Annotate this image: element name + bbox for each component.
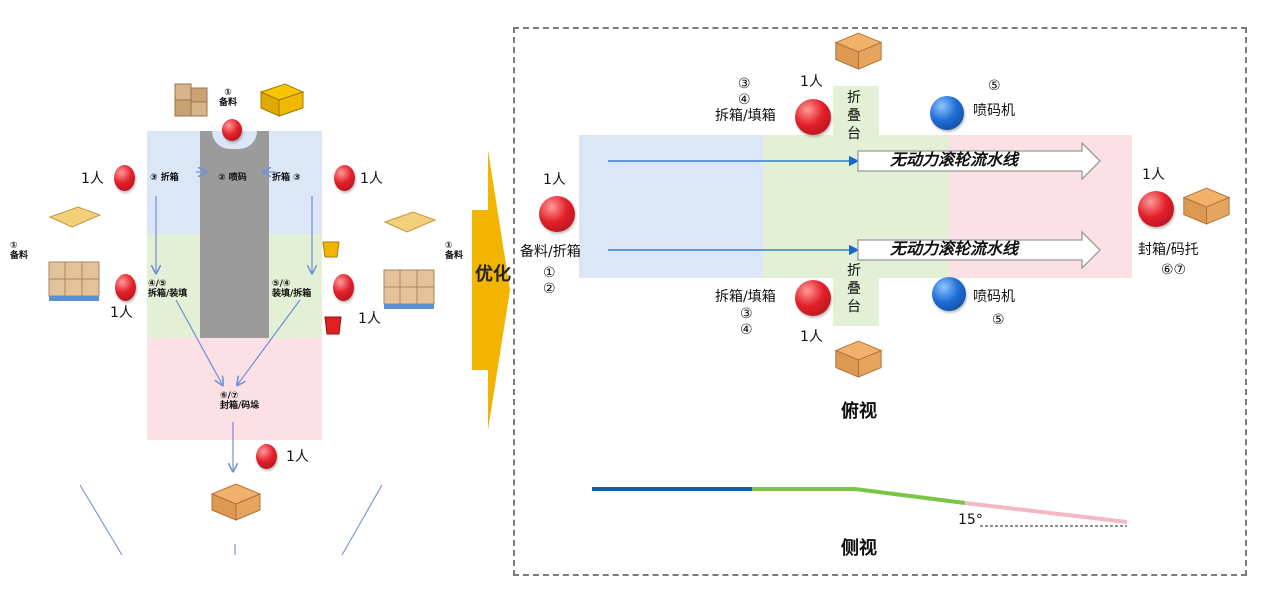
- yellow-bucket-icon: [322, 241, 340, 258]
- left-steps: ① ②: [543, 265, 556, 297]
- material-label-right: ① 备料: [445, 241, 464, 261]
- fold-table-label-top: 折 叠 台: [847, 90, 861, 142]
- red-bucket-icon: [324, 316, 342, 335]
- pallet-icon: [210, 483, 262, 521]
- machine-icon: [932, 277, 966, 311]
- pallet-boxes-icon: [383, 269, 435, 309]
- pallet-icon: [834, 32, 883, 70]
- person-icon: [795, 99, 831, 135]
- person-count: 1人: [286, 449, 309, 465]
- zone-pink: [147, 338, 322, 440]
- fold-table-top: [833, 86, 879, 136]
- fold-table-label-bottom: 折 叠 台: [847, 263, 861, 315]
- top-machine-step: ⑤: [988, 78, 1001, 94]
- material-label-left: ① 备料: [10, 241, 29, 261]
- person-count: 1人: [81, 171, 104, 187]
- optimized-frame: [513, 27, 1247, 576]
- optimize-label: 优化: [475, 264, 511, 285]
- conveyor-label-top: 无动力滚轮流水线: [890, 150, 1019, 169]
- person-icon: [256, 444, 277, 469]
- person-count: 1人: [358, 311, 381, 327]
- side-angle-label: 15°: [958, 512, 983, 528]
- material-label-top: ① 备料: [218, 88, 237, 108]
- flat-board-icon: [383, 211, 437, 233]
- top-machine-label: 喷码机: [973, 103, 1015, 119]
- yellow-box-icon: [259, 83, 305, 117]
- flow-arrows: [140, 160, 340, 480]
- person-icon: [334, 165, 355, 191]
- pallet-icon: [834, 340, 883, 378]
- person-icon: [333, 274, 354, 301]
- person-icon: [222, 119, 242, 141]
- fill-label-right: ⑤/④ 装填/拆箱: [272, 279, 312, 299]
- top-view-title: 俯视: [841, 401, 877, 422]
- right-steps: ⑥⑦: [1161, 262, 1187, 278]
- code-label: ② 喷码: [218, 173, 247, 183]
- bottom-machine-step: ⑤: [992, 312, 1005, 328]
- bottom-person-count: 1人: [800, 329, 823, 345]
- fold-label-left: ③ 折箱: [150, 173, 179, 183]
- top-task-label: 拆箱/填箱: [715, 108, 776, 124]
- side-view-profile: [592, 487, 1128, 527]
- top-steps: ③ ④: [738, 76, 751, 108]
- machine-icon: [930, 96, 964, 130]
- person-count: 1人: [360, 171, 383, 187]
- bottom-task-label: 拆箱/填箱: [715, 289, 776, 305]
- person-icon: [115, 274, 136, 301]
- conveyor-label-bottom: 无动力滚轮流水线: [890, 239, 1019, 258]
- zone-blue: [579, 135, 763, 278]
- person-icon: [539, 196, 575, 232]
- fill-label-left: ④/⑤ 拆箱/装填: [148, 279, 188, 299]
- pallet-icon: [1182, 187, 1231, 225]
- perspective-lines: [80, 484, 383, 556]
- person-icon: [795, 280, 831, 316]
- seal-label: ⑥/⑦ 封箱/码垛: [220, 391, 260, 411]
- fold-label-right: 折箱 ③: [272, 173, 301, 183]
- left-task-label: 备料/折箱: [520, 244, 581, 260]
- optimize-arrow-shape: [472, 150, 510, 430]
- left-person-count: 1人: [543, 172, 566, 188]
- bottom-machine-label: 喷码机: [973, 289, 1015, 305]
- pallet-boxes-icon: [48, 261, 100, 301]
- conveyor-graphics: [608, 141, 1101, 270]
- flat-board-icon: [48, 206, 102, 228]
- person-icon: [114, 165, 135, 191]
- person-count: 1人: [110, 305, 133, 321]
- top-person-count: 1人: [800, 74, 823, 90]
- right-task-label: 封箱/码托: [1138, 242, 1199, 258]
- box-stack-icon: [174, 83, 208, 117]
- fold-table-bottom: [833, 276, 879, 326]
- side-view-title: 侧视: [841, 538, 877, 559]
- right-person-count: 1人: [1142, 167, 1165, 183]
- gray-conveyor: [200, 131, 269, 338]
- person-icon: [1138, 191, 1174, 227]
- bottom-steps: ③ ④: [740, 306, 753, 338]
